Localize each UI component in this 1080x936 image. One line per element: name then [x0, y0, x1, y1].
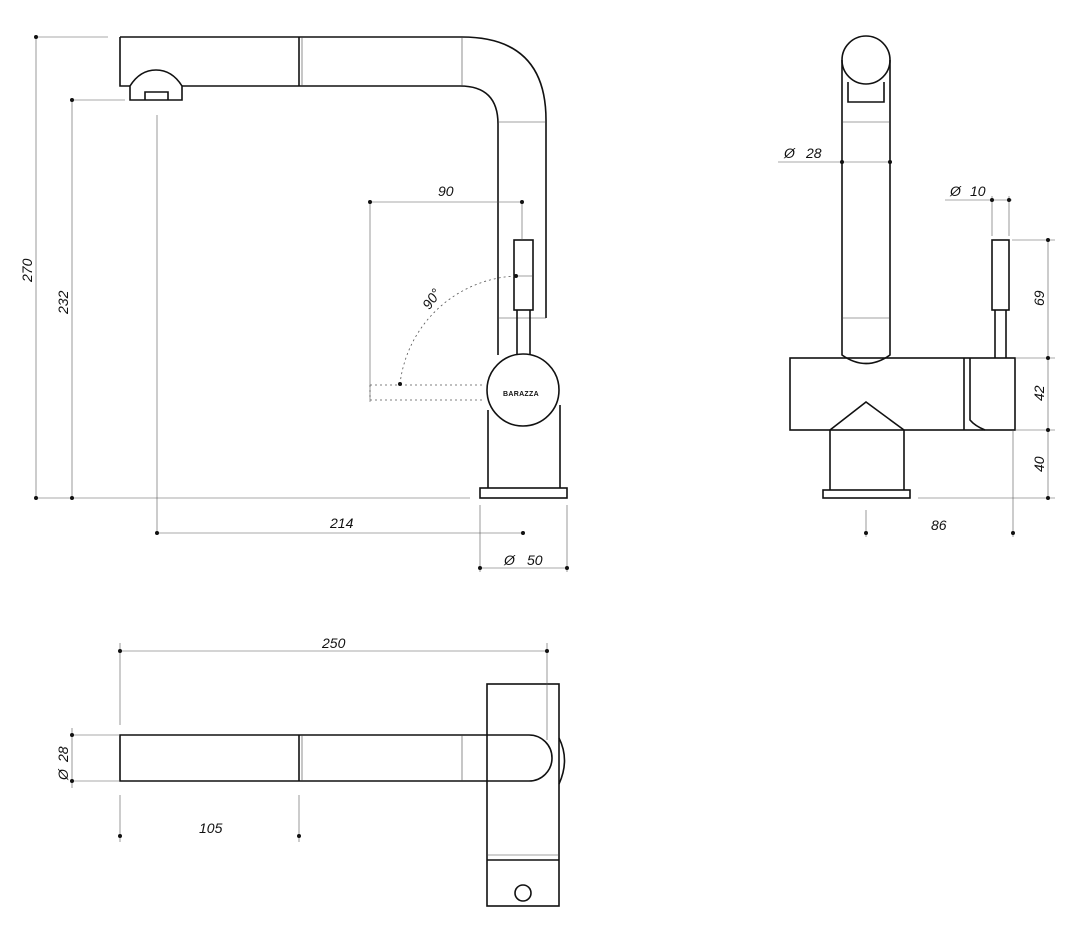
side-pedestal	[829, 400, 905, 490]
dim-40-label: 40	[1031, 456, 1047, 472]
dim-214-label: 214	[329, 515, 354, 531]
side-diam-symbol: Ø	[783, 145, 796, 161]
dim-42-label: 42	[1031, 385, 1047, 401]
front-nozzle	[129, 69, 183, 101]
dim-232-label: 232	[55, 290, 71, 315]
top-body	[486, 683, 560, 907]
dim-28-side-label: 28	[805, 145, 822, 161]
rotation-arc	[399, 275, 517, 385]
dim-105-label: 105	[199, 820, 223, 836]
dim-28-top-label: 28	[55, 746, 71, 763]
top-spout	[119, 734, 553, 782]
front-lever	[513, 239, 534, 311]
side-lever	[991, 239, 1010, 311]
top-view: 250 Ø 28 105	[55, 635, 566, 907]
dim-86-label: 86	[931, 517, 947, 533]
front-view: BARAZZA 90 90° 270 232	[19, 35, 569, 572]
front-base	[479, 487, 568, 499]
side-spout-end	[841, 35, 891, 85]
dim-270-label: 270	[19, 258, 35, 283]
diam-50-symbol: Ø	[503, 552, 516, 568]
dim-250-label: 250	[321, 635, 346, 651]
dim-90-label: 90	[438, 183, 454, 199]
dim-50-label: 50	[527, 552, 543, 568]
dim-69-label: 69	[1031, 290, 1047, 306]
dim-10-label: 10	[970, 183, 986, 199]
front-knob	[486, 353, 560, 427]
angle-label: 90°	[419, 285, 444, 312]
top-hole	[514, 884, 532, 902]
top-diam-symbol: Ø	[55, 768, 71, 781]
front-spout	[119, 36, 547, 355]
side-diam10-symbol: Ø	[949, 183, 962, 199]
side-view: Ø 28 Ø 10 69 42 40 86	[778, 35, 1055, 537]
side-body	[789, 357, 1016, 431]
front-body	[487, 405, 561, 488]
brand-logo: BARAZZA	[503, 391, 539, 398]
